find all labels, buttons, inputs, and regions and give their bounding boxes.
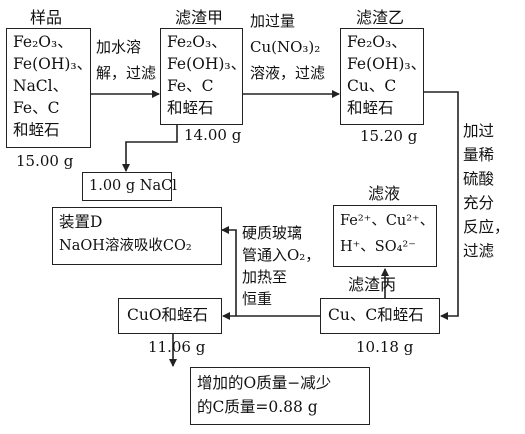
water-step-line: 解，过滤 xyxy=(96,64,157,82)
residue-a-box: Fe₂O₃、 Fe(OH)₃、 Fe、C 和蛭石 xyxy=(160,28,247,125)
residue-b-line: 和蛭石 xyxy=(347,99,394,117)
cu-nitrate-step-line: Cu(NO₃)₂ xyxy=(250,38,321,56)
residue-c-box: Cu、C和蛭石 xyxy=(320,298,440,334)
residue-b-line: Fe(OH)₃、 xyxy=(347,55,427,73)
residue-a-line: 和蛭石 xyxy=(167,99,214,117)
sample-box: Fe₂O₃、 Fe(OH)₃、 NaCl、 Fe、C 和蛭石 xyxy=(6,28,93,148)
filtrate-box: Fe²⁺、Cu²⁺、 H⁺、SO₄²⁻ xyxy=(333,205,437,267)
cu-nitrate-step-line: 加过量 xyxy=(250,12,296,30)
residue-a-title: 滤渣甲 xyxy=(175,8,224,27)
nacl-label: 1.00 g NaCl xyxy=(89,178,177,194)
heat-step-line: 管通入O₂， xyxy=(242,246,321,264)
arrow-heat-to-device xyxy=(221,226,237,316)
acid-step-line: 硫酸 xyxy=(463,170,495,188)
residue-a-mass: 14.00 g xyxy=(184,126,242,144)
cu-nitrate-step-line: 溶液，过滤 xyxy=(250,64,326,82)
device-d-line: NaOH溶液吸收CO₂ xyxy=(59,238,192,254)
residue-c-mass: 10.18 g xyxy=(356,338,414,356)
residue-b-title: 滤渣乙 xyxy=(356,8,405,27)
heat-step-line: 硬质玻璃 xyxy=(242,224,303,242)
arrow-residue-b-to-residue-c xyxy=(423,91,459,320)
cuo-box: CuO和蛭石 xyxy=(118,298,222,334)
filtrate-title: 滤液 xyxy=(368,184,401,203)
result-line: 的C质量=0.88 g xyxy=(197,398,318,416)
residue-a-line: Fe(OH)₃、 xyxy=(167,55,247,73)
residue-b-mass: 15.20 g xyxy=(360,127,418,145)
residue-c-label: Cu、C和蛭石 xyxy=(328,306,424,324)
sample-line: 和蛭石 xyxy=(13,121,60,139)
residue-a-line: Fe、C xyxy=(167,77,214,95)
filtrate-line: H⁺、SO₄²⁻ xyxy=(340,239,416,255)
heat-step-line: 加热至 xyxy=(242,268,288,286)
cuo-mass: 11.06 g xyxy=(148,338,206,356)
sample-mass: 15.00 g xyxy=(16,152,74,170)
sample-line: NaCl、 xyxy=(13,77,69,95)
acid-step-line: 过滤 xyxy=(463,242,495,260)
acid-step-line: 反应， xyxy=(463,218,510,236)
acid-step-line: 量稀 xyxy=(463,146,495,164)
device-d-line: 装置D xyxy=(59,213,103,231)
acid-step-line: 充分 xyxy=(463,194,495,212)
residue-b-box: Fe₂O₃、 Fe(OH)₃、 Cu、C 和蛭石 xyxy=(340,28,427,125)
water-step-line: 加水溶 xyxy=(96,38,142,56)
residue-b-line: Fe₂O₃、 xyxy=(347,33,407,51)
residue-b-line: Cu、C xyxy=(347,77,397,95)
filtrate-line: Fe²⁺、Cu²⁺、 xyxy=(340,213,435,229)
sample-line: Fe₂O₃、 xyxy=(13,33,73,51)
residue-a-line: Fe₂O₃、 xyxy=(167,33,227,51)
nacl-box: 1.00 g NaCl xyxy=(82,172,177,201)
heat-step-line: 恒重 xyxy=(242,290,273,308)
sample-line: Fe(OH)₃、 xyxy=(13,55,93,73)
device-d-box: 装置D NaOH溶液吸收CO₂ xyxy=(52,207,222,265)
result-line: 增加的O质量−减少 xyxy=(197,374,332,392)
result-box: 增加的O质量−减少 的C质量=0.88 g xyxy=(190,367,370,425)
sample-line: Fe、C xyxy=(13,99,60,117)
cuo-label: CuO和蛭石 xyxy=(127,306,209,324)
sample-title: 样品 xyxy=(30,8,63,27)
acid-step-line: 加过 xyxy=(463,122,495,140)
arrow-residue-a-to-nacl xyxy=(122,124,178,172)
residue-c-title: 滤渣丙 xyxy=(348,275,397,294)
